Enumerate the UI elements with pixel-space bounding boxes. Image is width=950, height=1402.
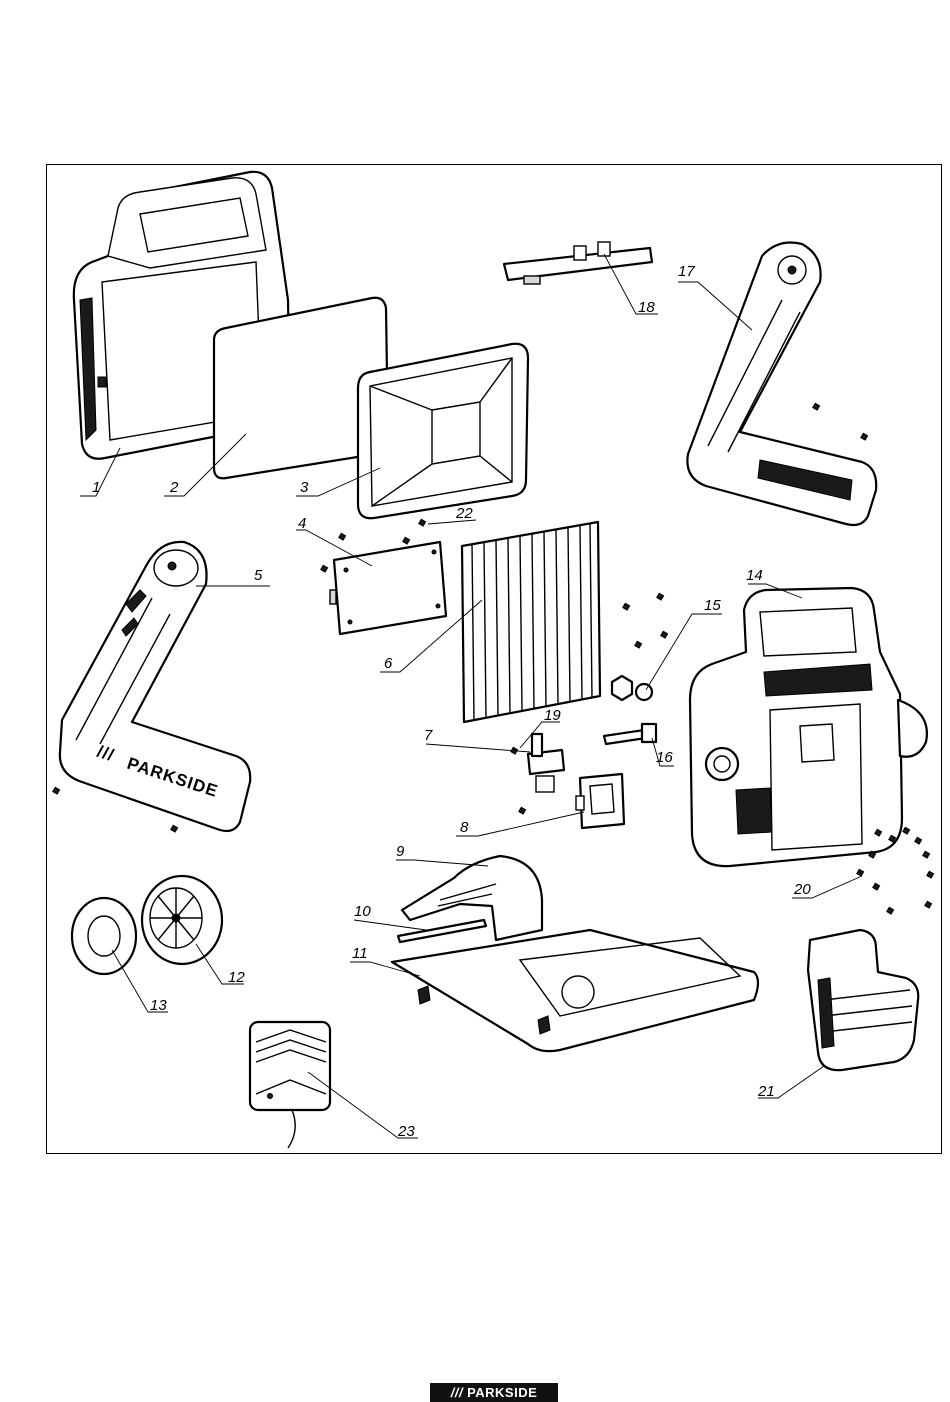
callout-22: 22 [455,505,473,522]
callout-23: 23 [397,1123,415,1140]
part-heat-sink [462,522,600,722]
callout-4: 4 [298,515,306,532]
part-led-board [330,542,446,634]
callout-6: 6 [384,655,393,672]
part-bolt [604,724,656,744]
parkside-logo: /// PARKSIDE [430,1383,558,1402]
part-right-stand-arm [687,243,876,526]
callout-15: 15 [704,597,721,614]
callout-18: 18 [638,299,655,316]
callout-7: 7 [424,727,433,744]
part-switch-board [504,242,652,284]
part-battery-tray [392,930,758,1051]
callout-14: 14 [746,567,763,584]
callout-13: 13 [150,997,167,1014]
callout-20: 20 [793,881,811,898]
part-battery-cover [808,930,918,1070]
part-nut [612,676,652,700]
part-gasket [250,1022,330,1148]
part-left-stand-arm [60,542,250,831]
part-knob-cap [72,898,136,974]
callout-19: 19 [544,707,561,724]
part-arm-screws [813,403,868,440]
callout-17: 17 [678,263,695,280]
part-reflector [358,344,528,518]
callout-9: 9 [396,843,405,860]
callout-3: 3 [300,479,309,496]
callout-10: 10 [354,903,371,920]
part-terminal-holder [528,734,564,792]
callout-16: 16 [656,749,673,766]
callout-1: 1 [92,479,100,496]
callout-11: 11 [352,945,368,962]
part-adjustment-knob [142,876,222,964]
logo-slashes: /// [451,1385,463,1400]
callout-8: 8 [460,819,469,836]
callout-21: 21 [757,1083,775,1100]
logo-text: PARKSIDE [467,1385,537,1400]
callout-12: 12 [228,969,245,986]
part-spring-pin [398,920,486,942]
part-rear-housing [690,588,927,866]
callout-2: 2 [169,479,179,496]
callout-5: 5 [254,567,263,584]
part-battery-contact [576,774,624,828]
